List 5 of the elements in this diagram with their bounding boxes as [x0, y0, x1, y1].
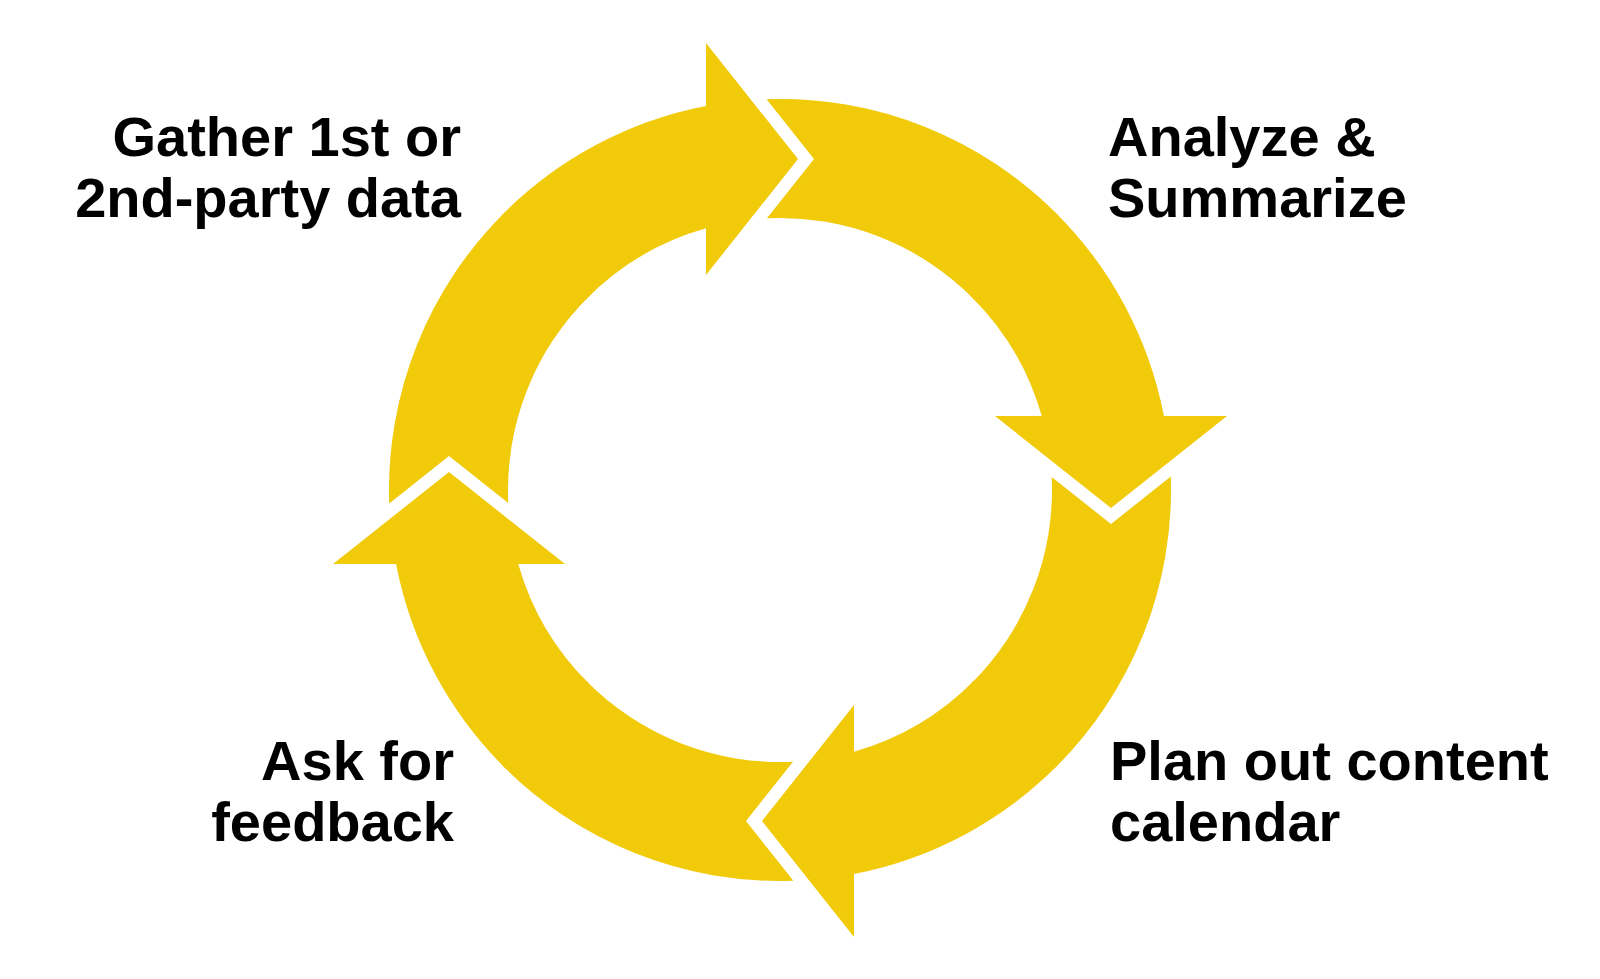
step-label: Analyze & Summarize [1108, 106, 1418, 228]
step-label: Ask for feedback [202, 730, 454, 852]
curved-arrow [333, 210, 590, 770]
step-label: Plan out content calendar [1110, 730, 1576, 852]
step-label: Gather 1st or 2nd-party data [65, 106, 461, 228]
